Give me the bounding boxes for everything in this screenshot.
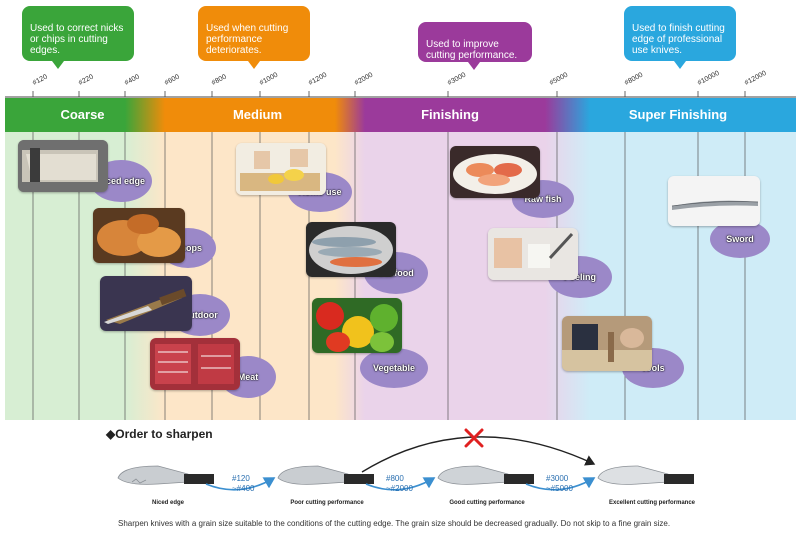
arrow-label-3: #3000 ~#5000	[546, 474, 573, 493]
home-use-photo	[236, 143, 326, 195]
item-meat-text: Meat	[237, 372, 259, 382]
finishing-super-band-blend	[545, 98, 590, 132]
item-niced-edge-text: Niced edge	[96, 176, 145, 186]
sword-photo	[668, 176, 760, 226]
arrow-step-1	[205, 477, 276, 491]
step-label-poor: Poor cutting performance	[290, 500, 364, 506]
callout-finishing: Used to improve cutting performance.	[418, 22, 532, 70]
callout-super: Used to finish cutting edge of professio…	[624, 6, 736, 69]
step-label-niced-edge: Niced edge	[151, 500, 184, 506]
tools-photo	[562, 316, 652, 371]
item-peeling-text: Peeling	[563, 272, 596, 282]
callout-coarse-text: Used to correct nicks or chips in cuttin…	[30, 23, 124, 56]
outdoor-knife-photo	[100, 276, 192, 331]
item-vegetable-label: Vegetable	[360, 348, 428, 388]
knife-icon-niced	[117, 465, 214, 485]
sharpening-order-diagram	[117, 428, 694, 491]
order-to-sharpen-title: ◆Order to sharpen	[106, 427, 213, 441]
band-label-finishing: Finishing	[421, 107, 479, 122]
coarse-band	[5, 98, 125, 132]
item-tools-text: Tools	[641, 363, 665, 373]
callout-medium: Used when cutting performance deteriorat…	[198, 6, 310, 69]
band-label-super-finishing: Super Finishing	[628, 107, 728, 122]
step-label-good: Good cutting performance	[449, 500, 525, 506]
knife-icon-excellent	[597, 465, 694, 485]
item-raw-fish-text: Raw fish	[524, 194, 562, 204]
arrow-label-2: #800 ~#2000	[386, 474, 413, 493]
arrow-step-3	[525, 477, 596, 491]
callout-finishing-text: Used to improve cutting performance.	[426, 39, 518, 61]
peeling-photo	[488, 228, 578, 280]
raw-fish-photo	[450, 146, 540, 198]
grain-ticks	[32, 91, 746, 97]
callout-coarse: Used to correct nicks or chips in cuttin…	[22, 6, 134, 69]
knife-icon-poor	[277, 465, 374, 485]
cross-icon	[464, 428, 484, 448]
footnote-text: Sharpen knives with a grain size suitabl…	[118, 519, 671, 528]
band-label-medium: Medium	[232, 107, 283, 122]
seafood-photo	[306, 222, 396, 277]
arrow-label-1: #120 ~#400	[232, 474, 255, 493]
chipped-knife-photo	[18, 140, 108, 192]
item-sword-label: Sword	[710, 220, 770, 258]
item-outdoor-text: Outdoor	[182, 310, 218, 320]
knife-icon-good	[437, 465, 534, 485]
arrow-step-2	[365, 477, 436, 491]
finishing-band	[365, 98, 545, 132]
meat-photo	[150, 338, 240, 390]
medium-finishing-band-blend	[335, 98, 365, 132]
item-chops-text: Chops	[174, 243, 202, 253]
coarse-medium-band-blend	[125, 98, 165, 132]
band-label-coarse: Coarse	[60, 107, 105, 122]
super-band	[590, 98, 796, 132]
vegetable-photo	[312, 298, 402, 353]
chops-photo	[93, 208, 185, 263]
medium-band	[165, 98, 335, 132]
item-seafood-text: Seafood	[378, 268, 414, 278]
item-sword-text: Sword	[726, 234, 754, 244]
step-label-excellent: Excellent cutting performance	[608, 500, 696, 506]
callout-medium-text: Used when cutting performance deteriorat…	[206, 23, 289, 56]
callout-super-text: Used to finish cutting edge of professio…	[632, 23, 725, 56]
item-vegetable-text: Vegetable	[372, 363, 416, 373]
